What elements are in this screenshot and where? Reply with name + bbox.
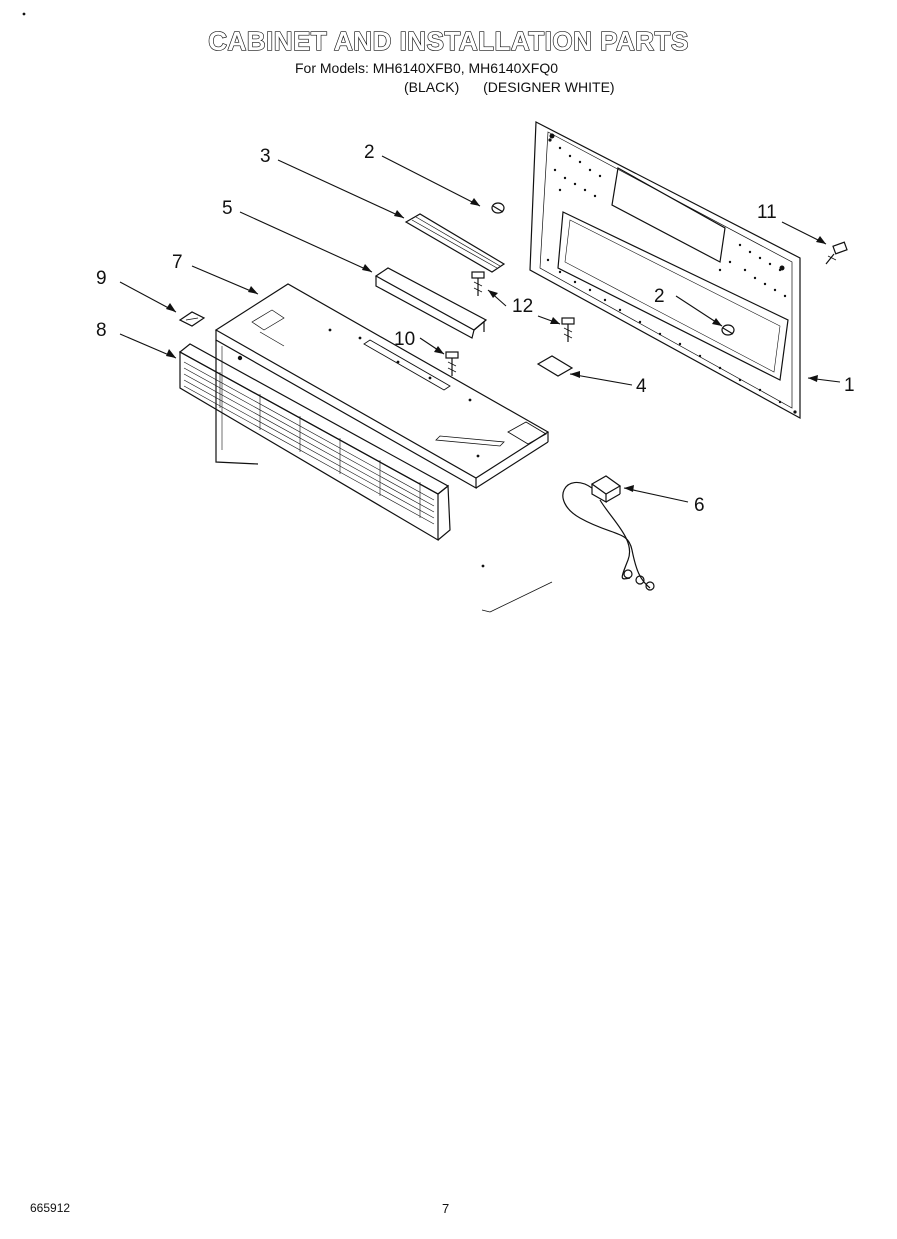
callout-8: 8 (96, 320, 107, 341)
part-12-screw-upper (471, 271, 485, 296)
callout-3: 3 (260, 146, 271, 167)
callout-2-upper: 2 (364, 142, 375, 163)
page-number: 7 (442, 1201, 450, 1216)
callout-7: 7 (172, 252, 183, 273)
callout-1: 1 (844, 375, 855, 396)
part-5-bracket (374, 267, 488, 339)
callout-10: 10 (394, 329, 415, 350)
part-10-screw (445, 351, 459, 376)
part-6-switch-harness (562, 475, 655, 591)
part-12-screw-lower (561, 317, 575, 342)
part-9-clip (178, 311, 206, 327)
callout-12: 12 (512, 296, 533, 317)
part-11-screw (825, 241, 848, 265)
callout-9: 9 (96, 268, 107, 289)
part-2-clip-upper (491, 202, 505, 214)
callout-11: 11 (757, 202, 777, 223)
callout-4: 4 (636, 376, 647, 397)
color-black-label: (BLACK) (404, 79, 460, 95)
color-white-label: (DESIGNER WHITE) (483, 79, 615, 95)
part-3-rail (404, 213, 506, 273)
model-colors: (BLACK) (DESIGNER WHITE) (404, 79, 635, 95)
callout-6: 6 (694, 495, 705, 516)
part-1-mounting-plate (529, 121, 801, 420)
part-7-cabinet-top (214, 283, 550, 490)
callout-5: 5 (222, 198, 233, 219)
models-line: For Models: MH6140XFB0, MH6140XFQ0 (295, 60, 558, 76)
part-4-plate (536, 355, 574, 377)
callout-2-plate: 2 (654, 286, 665, 307)
page-title: CABINET AND INSTALLATION PARTS (208, 25, 689, 56)
part-2-clip-on-plate (721, 324, 735, 336)
part-8-vent-grille (178, 343, 451, 542)
document-number: 665912 (30, 1201, 71, 1215)
